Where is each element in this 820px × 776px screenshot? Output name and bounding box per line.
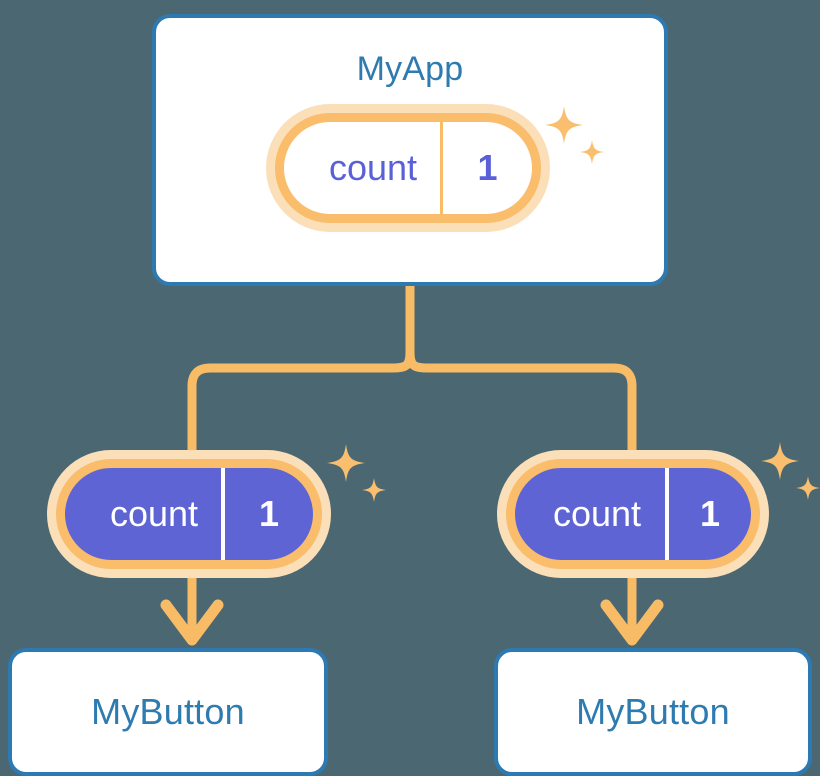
sparkle-icon-large	[327, 444, 365, 482]
sparkle-group-left	[327, 444, 386, 502]
state-value: 1	[221, 468, 313, 560]
arrow-down-icon-left	[160, 569, 224, 646]
component-label: MyButton	[576, 691, 730, 732]
component-label: MyButton	[91, 691, 245, 732]
state-pill-button-right[interactable]: count 1	[506, 459, 760, 569]
sparkle-icon-large	[761, 442, 799, 480]
state-pill[interactable]: count 1	[506, 459, 760, 569]
state-key: count	[552, 493, 642, 534]
state-pill-button-left[interactable]: count 1	[56, 459, 322, 569]
state-value: 1	[665, 468, 751, 560]
component-card-mybutton-left[interactable]: MyButton	[8, 648, 328, 776]
page-title: MyApp	[356, 50, 464, 88]
branch-connector-left-icon	[187, 347, 415, 475]
state-key: count	[109, 493, 199, 534]
sparkle-icon-small	[796, 476, 820, 500]
state-pill[interactable]: count 1	[275, 113, 541, 223]
branch-connector-icon	[405, 281, 637, 475]
sparkle-icon-small	[362, 478, 386, 502]
arrow-down-icon-right	[600, 569, 664, 646]
component-card-mybutton-right[interactable]: MyButton	[494, 648, 812, 776]
sparkle-group-right	[761, 442, 820, 500]
state-pill-myapp[interactable]: count 1	[275, 113, 541, 223]
state-key: count	[328, 147, 418, 188]
state-value: 1	[440, 122, 532, 214]
state-pill[interactable]: count 1	[56, 459, 322, 569]
